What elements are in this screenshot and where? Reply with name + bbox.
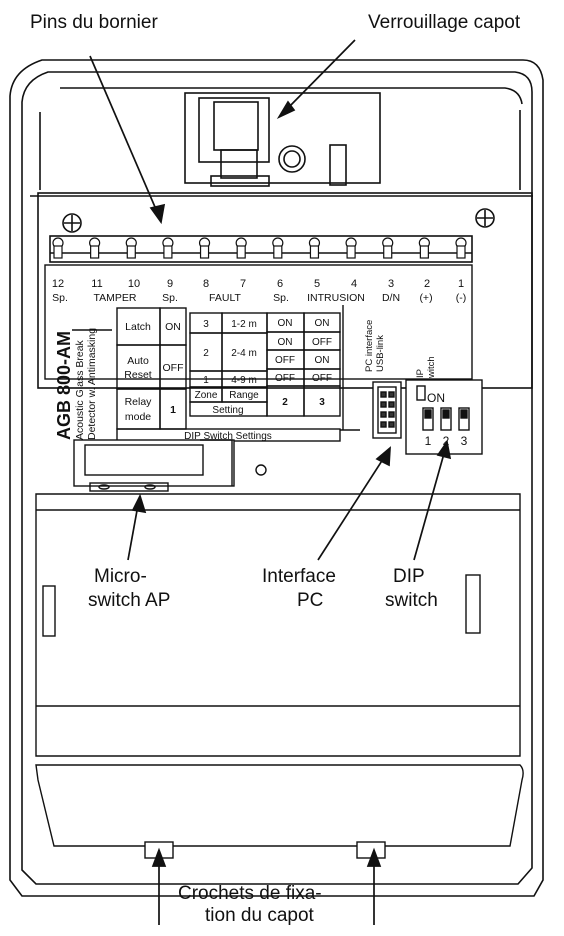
callout-dip-line1: DIP: [393, 566, 425, 587]
model-description: Acoustic Glass Break: [74, 339, 86, 440]
callout-pc-interface-line2: PC: [297, 590, 324, 611]
circuit-board: [37, 192, 533, 389]
terminal-number: 5: [314, 278, 320, 290]
terminal-pin-body: [383, 245, 393, 259]
terminal-number: 8: [203, 278, 209, 290]
mode-value: 1: [170, 404, 176, 416]
terminal-group: (+): [419, 292, 432, 304]
switch-3-value: OFF: [312, 337, 332, 348]
switch-3-value: OFF: [312, 373, 332, 384]
lower-chamber: [35, 493, 521, 757]
switch-3-footer: 3: [319, 397, 325, 408]
callout-terminal-pins: Pins du bornier: [30, 12, 158, 33]
terminal-pin-body: [346, 245, 356, 259]
terminal-number: 9: [167, 278, 173, 290]
terminal-number: 7: [240, 278, 246, 290]
terminal-strip: [49, 235, 473, 263]
callout-dip-line2: switch: [385, 590, 438, 611]
terminal-group: Sp.: [162, 292, 178, 304]
terminal-pin-body: [90, 245, 100, 259]
mode-value: OFF: [163, 362, 184, 374]
label-panel: [44, 264, 473, 380]
terminal-pin-body: [273, 245, 283, 259]
terminal-pin-body: [456, 245, 466, 259]
terminal-pin-body: [53, 245, 63, 259]
dip-number: 3: [461, 434, 468, 448]
callout-hooks-line2: tion du capot: [205, 905, 314, 926]
terminal-number: 11: [91, 278, 102, 290]
mode-name: Reset: [124, 369, 152, 381]
terminal-pin-body: [199, 245, 210, 259]
range-value: 4-9 m: [231, 375, 257, 386]
terminal-pin-body: [126, 245, 136, 259]
dip-settings-title: DIP Switch Settings: [184, 431, 272, 442]
switch-2-value: OFF: [275, 373, 295, 384]
model-description: Detector w. Antimasking: [86, 328, 98, 440]
terminal-number: 2: [424, 278, 430, 290]
terminal-pin-body: [309, 245, 320, 259]
pc-interface-label: USB-link: [375, 335, 386, 372]
terminal-number: 1: [458, 278, 464, 290]
mode-name: Auto: [127, 355, 149, 367]
mode-name: Latch: [125, 321, 151, 333]
mode-name: Relay: [125, 396, 153, 408]
callout-pc-interface-line1: Interface: [262, 566, 336, 587]
mode-value: ON: [165, 321, 181, 333]
housing-outer: [9, 59, 544, 897]
callout-hooks-line1: Crochets de fixa-: [178, 883, 322, 904]
terminal-number: 4: [351, 278, 357, 290]
switch-3-value: ON: [315, 318, 330, 329]
terminal-group: Sp.: [52, 292, 68, 304]
terminal-group: D/N: [382, 292, 400, 304]
dip-side-label: IP: [415, 369, 426, 378]
terminal-group: TAMPER: [94, 292, 137, 304]
model-name: AGB 800-AM: [54, 331, 74, 440]
dip-number: 1: [425, 434, 432, 448]
callout-cover-lock: Verrouillage capot: [368, 12, 521, 33]
terminal-pin-body: [236, 245, 246, 259]
zone-value: 1: [203, 375, 209, 386]
dip-number: 2: [443, 434, 450, 448]
zone-value: 3: [203, 319, 209, 330]
terminal-number: 3: [388, 278, 394, 290]
terminal-pin-body: [419, 245, 429, 259]
callout-microswitch-line1: Micro-: [94, 566, 147, 587]
housing-inner: [21, 71, 533, 885]
switch-2-value: OFF: [275, 355, 295, 366]
terminal-pin-body: [163, 245, 173, 259]
switch-2-value: ON: [278, 337, 293, 348]
switch-2-footer: 2: [282, 397, 288, 408]
zone-header: Zone: [195, 390, 218, 401]
switch-3-value: ON: [315, 355, 330, 366]
mode-name: mode: [125, 411, 151, 423]
range-value: 2-4 m: [231, 348, 257, 359]
terminal-group: FAULT: [209, 292, 241, 304]
range-header: Range: [229, 390, 259, 401]
terminal-group: Sp.: [273, 292, 289, 304]
dip-side-label: witch: [426, 356, 437, 379]
pc-interface-label: PC interface: [364, 320, 375, 372]
terminal-group: INTRUSION: [307, 292, 365, 304]
switch-2-value: ON: [278, 318, 293, 329]
zone-value: 2: [203, 348, 209, 359]
cover-lock-screw: [278, 145, 306, 173]
micro-switch: [73, 439, 235, 487]
terminal-number: 6: [277, 278, 283, 290]
terminal-number: 12: [52, 278, 64, 290]
terminal-group: (-): [456, 292, 467, 304]
setting-footer: Setting: [212, 405, 243, 416]
callout-microswitch-line2: switch AP: [88, 590, 171, 611]
terminal-number: 10: [128, 278, 140, 290]
range-value: 1-2 m: [231, 319, 257, 330]
dip-on-label: ON: [427, 391, 445, 405]
